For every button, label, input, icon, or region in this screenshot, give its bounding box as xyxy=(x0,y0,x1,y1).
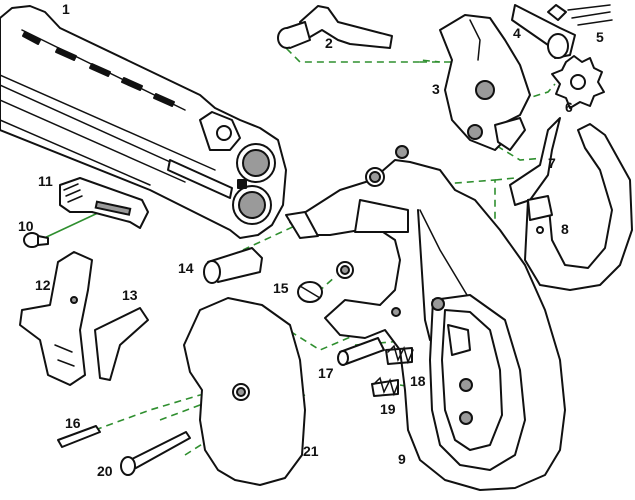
label-13: 13 xyxy=(122,287,138,303)
part-10-screw xyxy=(23,232,49,248)
label-1: 1 xyxy=(62,1,70,17)
part-3-hammer xyxy=(439,14,531,151)
part-19-spring xyxy=(371,376,399,397)
part-7-lever xyxy=(509,117,561,206)
part-20-grip-screw xyxy=(120,431,191,476)
label-17: 17 xyxy=(318,365,334,381)
label-11: 11 xyxy=(38,173,53,189)
part-13-spring xyxy=(94,307,149,381)
barrel-assembly xyxy=(0,5,287,239)
label-21: 21 xyxy=(303,443,319,459)
label-4: 4 xyxy=(513,25,521,41)
label-19: 19 xyxy=(380,401,396,417)
label-5: 5 xyxy=(596,29,604,45)
label-16: 16 xyxy=(65,415,81,431)
part-4-firing-pin xyxy=(511,4,576,59)
part-16-pin xyxy=(57,425,101,448)
label-14: 14 xyxy=(178,260,194,276)
part-15-screw xyxy=(297,261,354,303)
part-11-extractor xyxy=(59,177,149,229)
part-5-spring xyxy=(547,4,613,26)
label-9: 9 xyxy=(398,451,406,467)
label-18: 18 xyxy=(410,373,426,389)
part-2 xyxy=(277,5,393,49)
label-2: 2 xyxy=(325,35,333,51)
part-17-pin xyxy=(337,337,385,366)
label-15: 15 xyxy=(273,280,289,296)
part-9-frame xyxy=(285,145,566,491)
part-6-ratchet xyxy=(551,55,605,109)
part-8-mainspring xyxy=(524,123,633,291)
part-14-hinge-pin xyxy=(203,247,263,284)
part-labels: 1 2 3 4 5 6 7 8 9 10 11 12 13 14 15 16 1… xyxy=(18,1,604,479)
label-12: 12 xyxy=(35,277,51,293)
part-12-trigger xyxy=(19,251,93,386)
label-6: 6 xyxy=(565,99,573,115)
label-8: 8 xyxy=(561,221,569,237)
label-7: 7 xyxy=(548,155,556,171)
part-18-spring xyxy=(385,344,414,365)
part-21-grip-panel xyxy=(183,297,306,486)
label-10: 10 xyxy=(18,218,34,234)
label-3: 3 xyxy=(432,81,440,97)
label-20: 20 xyxy=(97,463,113,479)
